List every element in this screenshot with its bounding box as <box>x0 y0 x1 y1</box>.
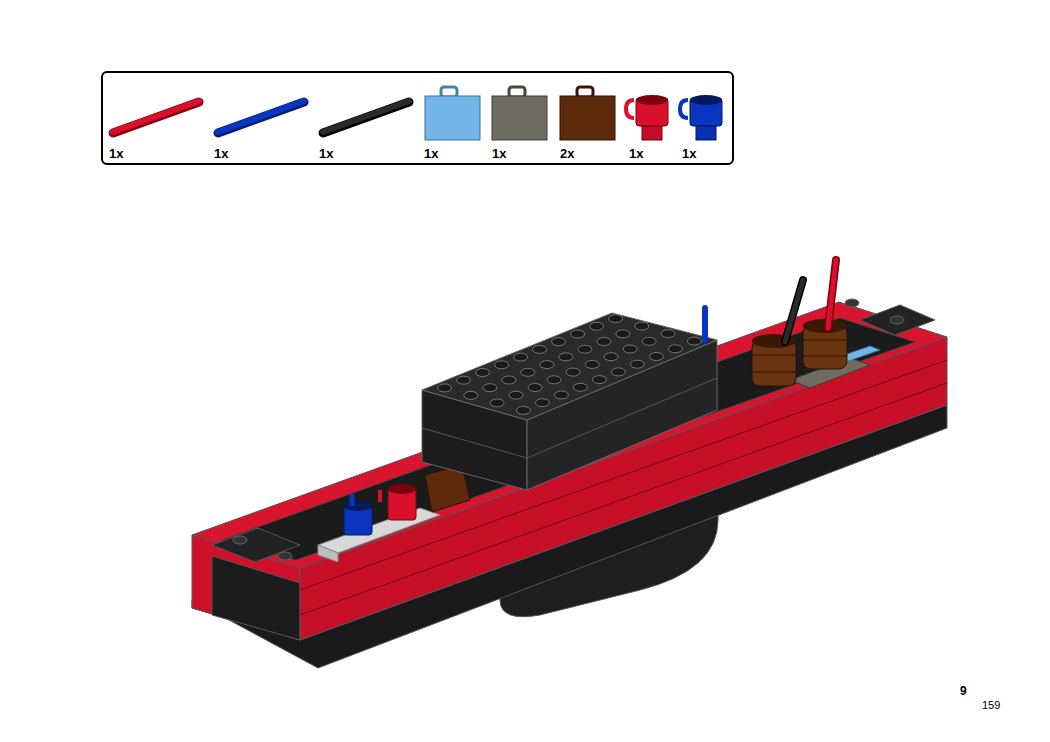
parts-list-box: 1x 1x 1x 1x 1x 2x 1x 1x <box>101 71 734 165</box>
stud <box>509 391 523 399</box>
stud <box>554 391 568 399</box>
stud <box>483 384 497 392</box>
stud <box>635 322 649 330</box>
part-quantity: 1x <box>629 147 643 160</box>
stud <box>604 353 618 361</box>
stud <box>630 360 644 368</box>
cabin-studs <box>438 315 702 415</box>
stud <box>490 399 504 407</box>
stud <box>457 376 471 384</box>
stud <box>573 383 587 391</box>
part-quantity: 1x <box>424 147 438 160</box>
stud <box>609 315 623 323</box>
stud <box>535 399 549 407</box>
stud <box>528 384 542 392</box>
stud <box>661 330 675 338</box>
stud <box>611 368 625 376</box>
step-number: 9 <box>960 685 967 697</box>
stud <box>578 345 592 353</box>
page-number: 159 <box>982 700 1000 711</box>
stud <box>616 330 630 338</box>
stud <box>623 345 637 353</box>
stud <box>514 353 528 361</box>
stud <box>476 369 490 377</box>
stud <box>547 376 561 384</box>
stud <box>552 338 566 346</box>
part-quantity: 2x <box>560 147 574 160</box>
stud <box>559 353 573 361</box>
stud <box>464 391 478 399</box>
stud <box>642 337 656 345</box>
part-quantity: 1x <box>492 147 506 160</box>
stud <box>687 337 701 345</box>
stud <box>495 361 509 369</box>
stud <box>590 322 604 330</box>
stud <box>533 345 547 353</box>
stud <box>438 384 452 392</box>
part-quantity: 1x <box>682 147 696 160</box>
stud <box>566 368 580 376</box>
stud <box>585 360 599 368</box>
stud <box>592 376 606 384</box>
stud <box>668 345 682 353</box>
stud <box>540 361 554 369</box>
part-quantity: 1x <box>319 147 333 160</box>
parts-icons <box>113 87 722 140</box>
stud <box>571 330 585 338</box>
part-quantity: 1x <box>214 147 228 160</box>
stud <box>502 376 516 384</box>
stud <box>516 406 530 414</box>
part-quantity: 1x <box>109 147 123 160</box>
stud <box>649 353 663 361</box>
stud <box>521 368 535 376</box>
stud <box>597 338 611 346</box>
